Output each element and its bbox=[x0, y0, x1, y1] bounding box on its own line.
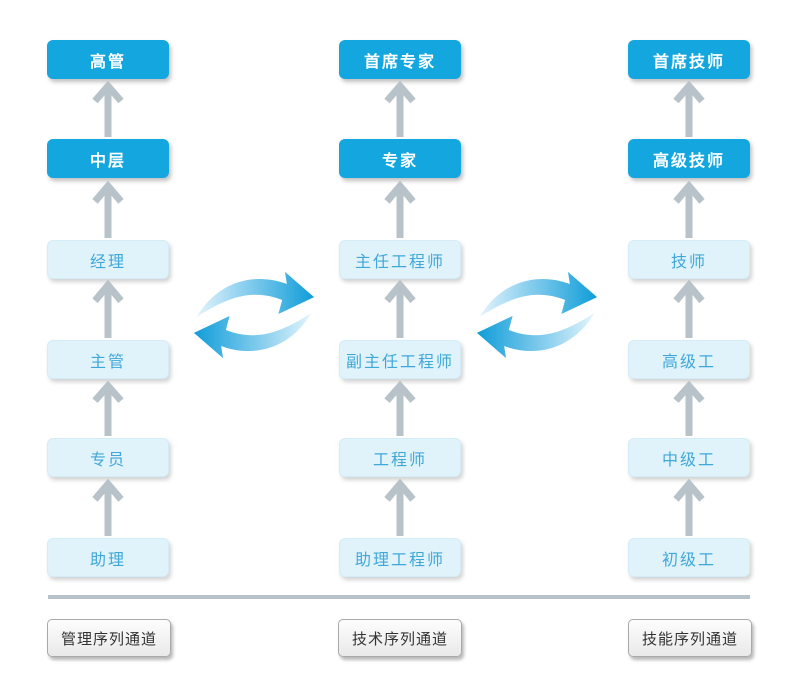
cycle-arrows-icon bbox=[476, 271, 598, 359]
node-skills-technician: 技师 bbox=[628, 240, 750, 279]
node-technical-expert: 专家 bbox=[339, 139, 461, 178]
up-arrow-icon bbox=[384, 181, 416, 238]
baseline-divider bbox=[48, 595, 750, 599]
channel-label-skills: 技能序列通道 bbox=[628, 619, 752, 657]
up-arrow-icon bbox=[673, 280, 705, 338]
up-arrow-icon bbox=[673, 479, 705, 536]
node-management-specialist: 专员 bbox=[47, 438, 169, 477]
node-technical-chief-expert: 首席专家 bbox=[339, 40, 461, 79]
up-arrow-icon bbox=[673, 181, 705, 238]
node-management-executive: 高管 bbox=[47, 40, 169, 79]
up-arrow-icon bbox=[92, 381, 124, 436]
channel-label-management: 管理序列通道 bbox=[47, 619, 171, 657]
node-management-midlevel: 中层 bbox=[47, 139, 169, 178]
channel-label-technical: 技术序列通道 bbox=[338, 619, 462, 657]
up-arrow-icon bbox=[384, 280, 416, 338]
up-arrow-icon bbox=[384, 81, 416, 137]
node-skills-junior-worker: 初级工 bbox=[628, 538, 750, 577]
node-technical-chief-engineer: 主任工程师 bbox=[339, 240, 461, 279]
node-technical-engineer: 工程师 bbox=[339, 438, 461, 477]
up-arrow-icon bbox=[92, 81, 124, 137]
node-skills-chief-technician: 首席技师 bbox=[628, 40, 750, 79]
node-skills-senior-worker: 高级工 bbox=[628, 340, 750, 379]
node-technical-deputy-chief-engineer: 副主任工程师 bbox=[339, 340, 461, 379]
up-arrow-icon bbox=[92, 181, 124, 238]
node-skills-senior-technician: 高级技师 bbox=[628, 139, 750, 178]
node-technical-assistant-engineer: 助理工程师 bbox=[339, 538, 461, 577]
up-arrow-icon bbox=[92, 479, 124, 536]
up-arrow-icon bbox=[92, 280, 124, 338]
up-arrow-icon bbox=[384, 381, 416, 436]
up-arrow-icon bbox=[384, 479, 416, 536]
node-management-manager: 经理 bbox=[47, 240, 169, 279]
node-management-supervisor: 主管 bbox=[47, 340, 169, 379]
cycle-arrows-icon bbox=[193, 271, 315, 359]
up-arrow-icon bbox=[673, 81, 705, 137]
node-management-assistant: 助理 bbox=[47, 538, 169, 577]
up-arrow-icon bbox=[673, 381, 705, 436]
node-skills-intermediate-worker: 中级工 bbox=[628, 438, 750, 477]
